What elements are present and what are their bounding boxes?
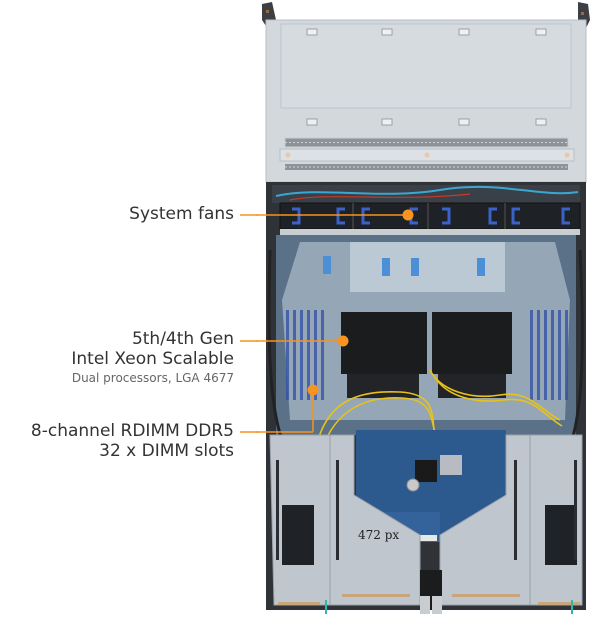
callout-cpu-line-1: 5th/4th Gen [131,329,234,349]
callout-leaders [240,214,258,433]
callout-cpu-subtitle: Dual processors, LGA 4677 [71,370,234,385]
callout-memory: 8-channel RDIMM DDR5 32 x DIMM slots [31,421,234,462]
callout-cpu-line-2: Intel Xeon Scalable [71,349,234,370]
callout-fans-title: System fans [129,204,234,224]
dimension-overlay-note: 472 px [358,528,400,542]
callout-processors: 5th/4th Gen Intel Xeon Scalable Dual pro… [71,329,234,385]
callout-system-fans: System fans [129,204,234,224]
callout-memory-line-1: 8-channel RDIMM DDR5 [30,421,234,441]
server-chassis-illustration [256,2,590,614]
callout-memory-line-2: 32 x DIMM slots [99,441,234,462]
